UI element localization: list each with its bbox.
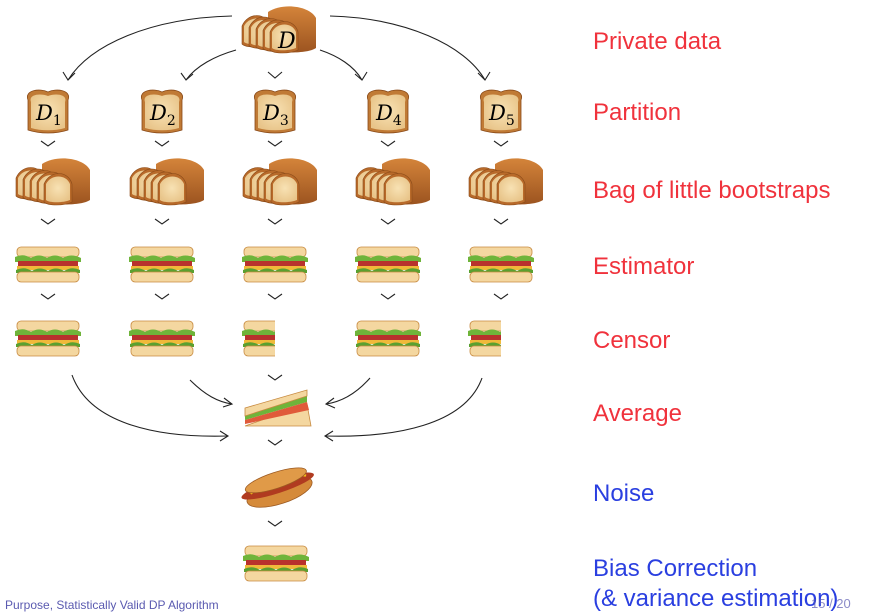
flow-arrows xyxy=(40,15,509,527)
arrow-c5-avg xyxy=(324,377,483,437)
arrowhead-d4 xyxy=(354,71,368,81)
root-label: D xyxy=(277,29,296,54)
bread-slice-d3: D3 xyxy=(253,89,297,134)
step-estimator: Estimator xyxy=(593,253,695,280)
estimator-sandwich-1 xyxy=(15,246,81,283)
estimator-sandwich-4 xyxy=(355,246,421,283)
arrow-root-d1 xyxy=(67,15,233,81)
bread-slice-d2: D2 xyxy=(140,89,184,134)
censored-sandwich-5 xyxy=(468,320,501,357)
arrow-root-d5 xyxy=(329,15,486,81)
step-censor: Censor xyxy=(593,327,671,354)
bread-loaf-private-data: D xyxy=(241,6,316,54)
bootstrap-loaf-3 xyxy=(242,158,317,206)
step-bias-correction: Bias Correction xyxy=(593,555,758,582)
step-bag-of-little-bootstraps: Bag of little bootstraps xyxy=(593,177,831,204)
arrowhead-d1 xyxy=(62,71,76,81)
arrowhead-c4 xyxy=(324,397,336,409)
arrowhead-d2 xyxy=(180,72,194,81)
arrowhead-c1 xyxy=(219,430,230,442)
arrow-c1-avg xyxy=(71,374,229,437)
step-private-data: Private data xyxy=(593,28,722,55)
bootstrap-loaf-5 xyxy=(468,158,543,206)
arrowhead-c5 xyxy=(323,430,334,442)
arrow-root-d4 xyxy=(319,49,363,81)
estimator-sandwich-3 xyxy=(242,246,308,283)
arrow-root-d2 xyxy=(185,49,237,81)
estimator-sandwich-2 xyxy=(129,246,195,283)
bootstrap-loaf-4 xyxy=(355,158,430,206)
arrowhead-c2 xyxy=(222,397,234,408)
bootstrap-loaf-1 xyxy=(15,158,90,206)
footer-title: Purpose, Statistically Valid DP Algorith… xyxy=(5,598,219,612)
estimator-sandwich-5 xyxy=(468,246,534,283)
arrow-c2-avg xyxy=(189,379,233,405)
down-chevrons xyxy=(40,140,509,527)
average-sandwich xyxy=(244,389,312,427)
bootstrap-loaf-2 xyxy=(129,158,204,206)
bias-corrected-sandwich xyxy=(243,545,309,582)
page-number: 15 / 20 xyxy=(811,596,851,611)
bread-slice-d1: D1 xyxy=(26,89,70,134)
censor-sandwich-1 xyxy=(15,320,81,357)
partition-label-d4: D4 xyxy=(375,101,402,129)
step-partition: Partition xyxy=(593,99,682,126)
noise-hotdog xyxy=(241,467,314,508)
bread-slice-d4: D4 xyxy=(366,89,410,134)
censored-sandwich-3 xyxy=(242,320,275,357)
arrow-c4-avg xyxy=(325,377,371,405)
step-average: Average xyxy=(593,400,682,427)
step-noise: Noise xyxy=(593,480,655,507)
arrowhead-d5 xyxy=(477,71,491,81)
step-variance-estimation: (& variance estimation) xyxy=(593,585,839,612)
censor-sandwich-4 xyxy=(355,320,421,357)
censor-sandwich-2 xyxy=(129,320,195,357)
bread-slice-d5: D5 xyxy=(479,89,523,134)
arrowhead-d3 xyxy=(267,71,283,79)
